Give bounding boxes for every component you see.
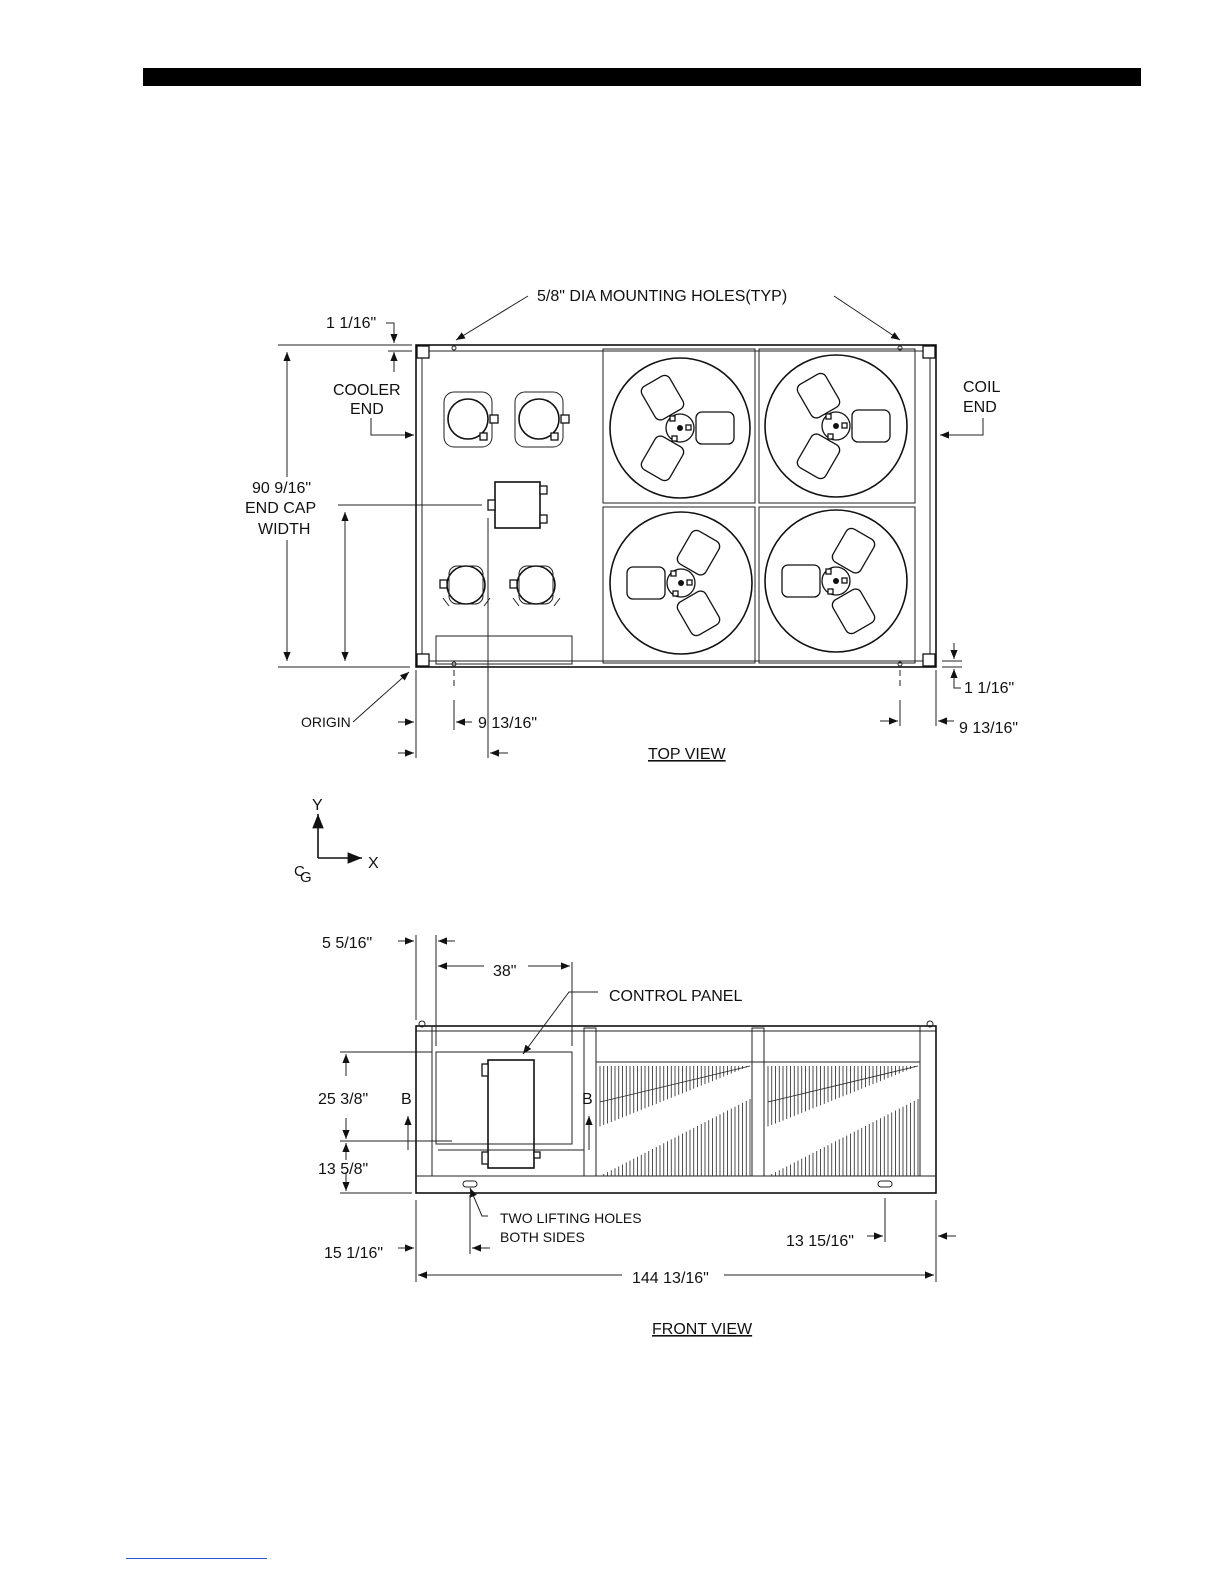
cg-symbol-g: G	[300, 869, 312, 886]
compressor	[444, 392, 498, 447]
axis-x-label: X	[368, 855, 379, 872]
dim-15-1-16-label: 15 1/16"	[324, 1245, 383, 1262]
end-cap-width-line2: END CAP	[245, 500, 316, 517]
compressor	[515, 392, 569, 447]
dim-top-left-label: 1 1/16"	[326, 315, 376, 332]
corner-post	[923, 346, 935, 358]
top-view: 5/8" DIA MOUNTING HOLES(TYP) 1 1/16" COO…	[245, 288, 1018, 763]
corner-post	[417, 654, 429, 666]
end-cap-width-line3: WIDTH	[258, 521, 310, 538]
control-panel-label: CONTROL PANEL	[609, 988, 742, 1005]
footer-link-underline	[126, 1558, 267, 1559]
corner-post	[923, 654, 935, 666]
compressor	[510, 566, 560, 606]
receiver-box	[488, 482, 547, 528]
lifting-holes-line2: BOTH SIDES	[500, 1229, 585, 1245]
mounting-hole	[452, 346, 456, 350]
dim-25-3-8-label: 25 3/8"	[318, 1091, 368, 1108]
condenser-fan	[765, 510, 907, 652]
dim-bottom-right-h-label: 9 13/16"	[959, 720, 1018, 737]
condenser-fan	[765, 355, 907, 497]
dim-38-label: 38"	[493, 963, 516, 980]
lifting-hole	[878, 1181, 892, 1187]
axis-symbol: Y X C G	[294, 797, 379, 886]
coil-end-line2: END	[963, 399, 997, 416]
lifting-hole	[463, 1181, 477, 1187]
section-b-left: B	[401, 1091, 412, 1108]
cooler-end-line1: COOLER	[333, 382, 401, 399]
corner-post	[417, 346, 429, 358]
coil-fins	[768, 1066, 918, 1176]
cooler-end-line2: END	[350, 401, 384, 418]
front-view-title: FRONT VIEW	[652, 1321, 753, 1338]
condenser-fan	[610, 512, 752, 654]
end-cap-width-line1: 90 9/16"	[252, 480, 311, 497]
mounting-holes-label: 5/8" DIA MOUNTING HOLES(TYP)	[537, 288, 787, 305]
coil-end-line1: COIL	[963, 379, 1000, 396]
condenser-fan	[610, 358, 750, 498]
dim-13-15-16-label: 13 15/16"	[786, 1233, 854, 1250]
section-b-right: B	[582, 1091, 593, 1108]
top-view-title: TOP VIEW	[648, 746, 727, 763]
coil-fins	[600, 1066, 750, 1176]
dim-overall-label: 144 13/16"	[632, 1270, 709, 1287]
dim-5-5-16-label: 5 5/16"	[322, 935, 372, 952]
dim-bottom-right-v-label: 1 1/16"	[964, 680, 1014, 697]
origin-label: ORIGIN	[301, 714, 351, 730]
control-panel-box	[488, 1060, 534, 1168]
control-panel-outline	[436, 636, 572, 664]
axis-y-label: Y	[312, 797, 323, 814]
compressor	[440, 566, 490, 606]
lifting-holes-line1: TWO LIFTING HOLES	[500, 1210, 642, 1226]
front-view: 5 5/16" 38" CONTROL PANEL 25 3/8" 13 5/8…	[318, 935, 956, 1338]
dim-bottom-left-label: 9 13/16"	[478, 715, 537, 732]
dim-13-5-8-label: 13 5/8"	[318, 1161, 368, 1178]
